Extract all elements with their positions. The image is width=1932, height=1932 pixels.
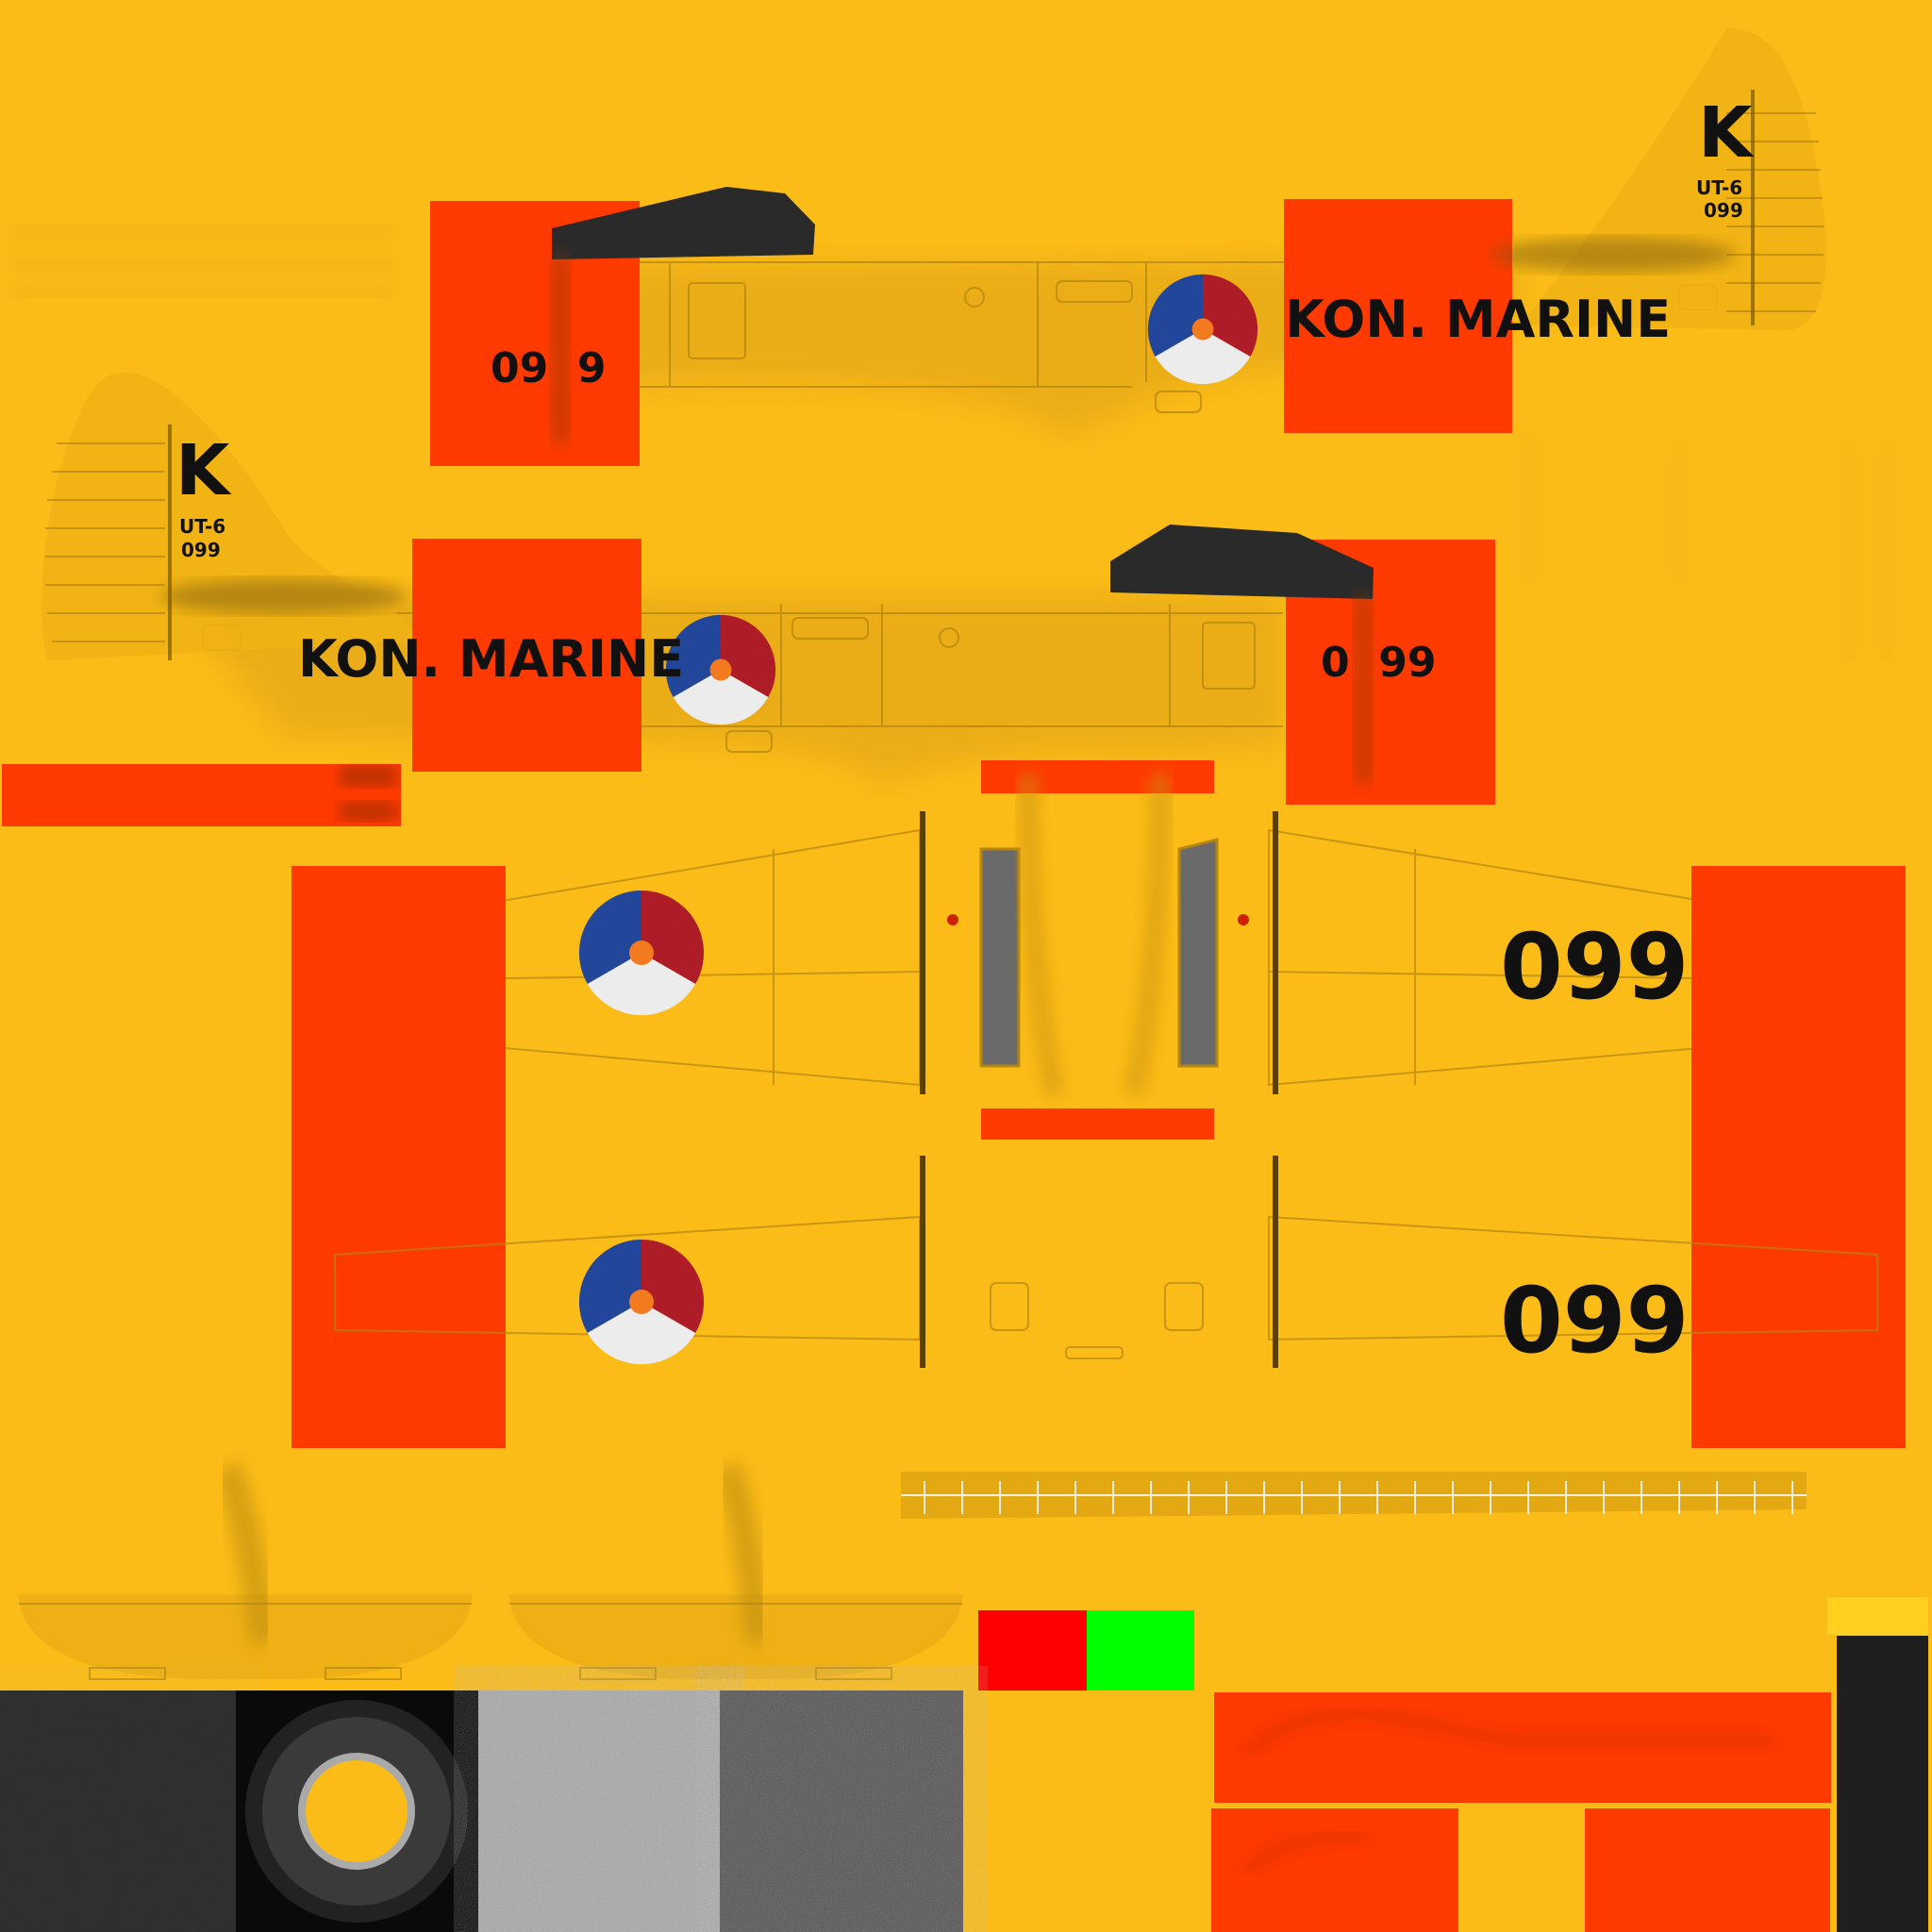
wing-upper-center-orange-top [981, 760, 1214, 793]
tail-letter-left: K [175, 430, 232, 511]
band-serial-right: 09 9 [491, 344, 606, 392]
fuselage-right: KON. MARINE 09 9 K UT-6 099 [430, 28, 1826, 466]
canopy-left [1110, 525, 1374, 599]
tail-letter-right: K [1698, 92, 1755, 174]
tail-type-left: UT-6 [179, 515, 225, 538]
fuselage-right-shadow [528, 259, 1521, 436]
wing-lower-serial: 099 [1500, 1268, 1689, 1374]
wing-upper-tip-left [291, 866, 506, 1448]
fuselage-left: KON. MARINE 0 99 K UT-6 099 [42, 372, 1495, 805]
orange-strip-left [2, 764, 401, 826]
swatch-red [978, 1610, 1087, 1690]
band-serial-left: 0 99 [1321, 639, 1436, 687]
tail-serial-right: 099 [1704, 199, 1743, 222]
roundel-wing-lower [578, 1240, 705, 1365]
orange-panel-bottom-right [1585, 1808, 1830, 1932]
wing-lower: 099 [334, 1156, 1878, 1374]
roundel-wing-upper [578, 891, 705, 1016]
orange-panel-bottom-wide [1214, 1692, 1831, 1803]
wing-edge-strip [901, 1472, 1807, 1519]
yellow-strip-right [1827, 1597, 1928, 1635]
canopy-right-frame-shadow [551, 255, 570, 443]
wing-upper: 099 [291, 760, 1906, 1448]
tail-serial-left: 099 [181, 539, 221, 561]
service-text-right: KON. MARINE [1285, 290, 1671, 349]
wing-upper-center-orange-bottom [981, 1108, 1214, 1140]
wing-upper-serial: 099 [1500, 914, 1689, 1020]
tailplanes [19, 1460, 962, 1680]
dark-bar-right [1837, 1636, 1928, 1932]
orange-panel-bottom-left [1211, 1808, 1458, 1932]
fuselage-left-band-rear [412, 539, 641, 772]
canopy-left-frame-shadow [1354, 594, 1373, 783]
wing-upper-tip-right [1691, 866, 1906, 1448]
wheel-tile [236, 1690, 478, 1932]
tailplane-root-shadow-left [160, 579, 406, 613]
tailplane-root-shadow-right [1491, 238, 1736, 272]
tail-type-right: UT-6 [1696, 176, 1742, 199]
top-left-strip [9, 228, 396, 295]
service-text-left: KON. MARINE [298, 629, 684, 689]
roundel-fuselage-right [1147, 274, 1258, 385]
canopy-right [552, 187, 815, 259]
fuselage-right-band-rear [1284, 199, 1512, 433]
swatch-green [1087, 1610, 1194, 1690]
ghost-panels-right [1528, 434, 1889, 660]
